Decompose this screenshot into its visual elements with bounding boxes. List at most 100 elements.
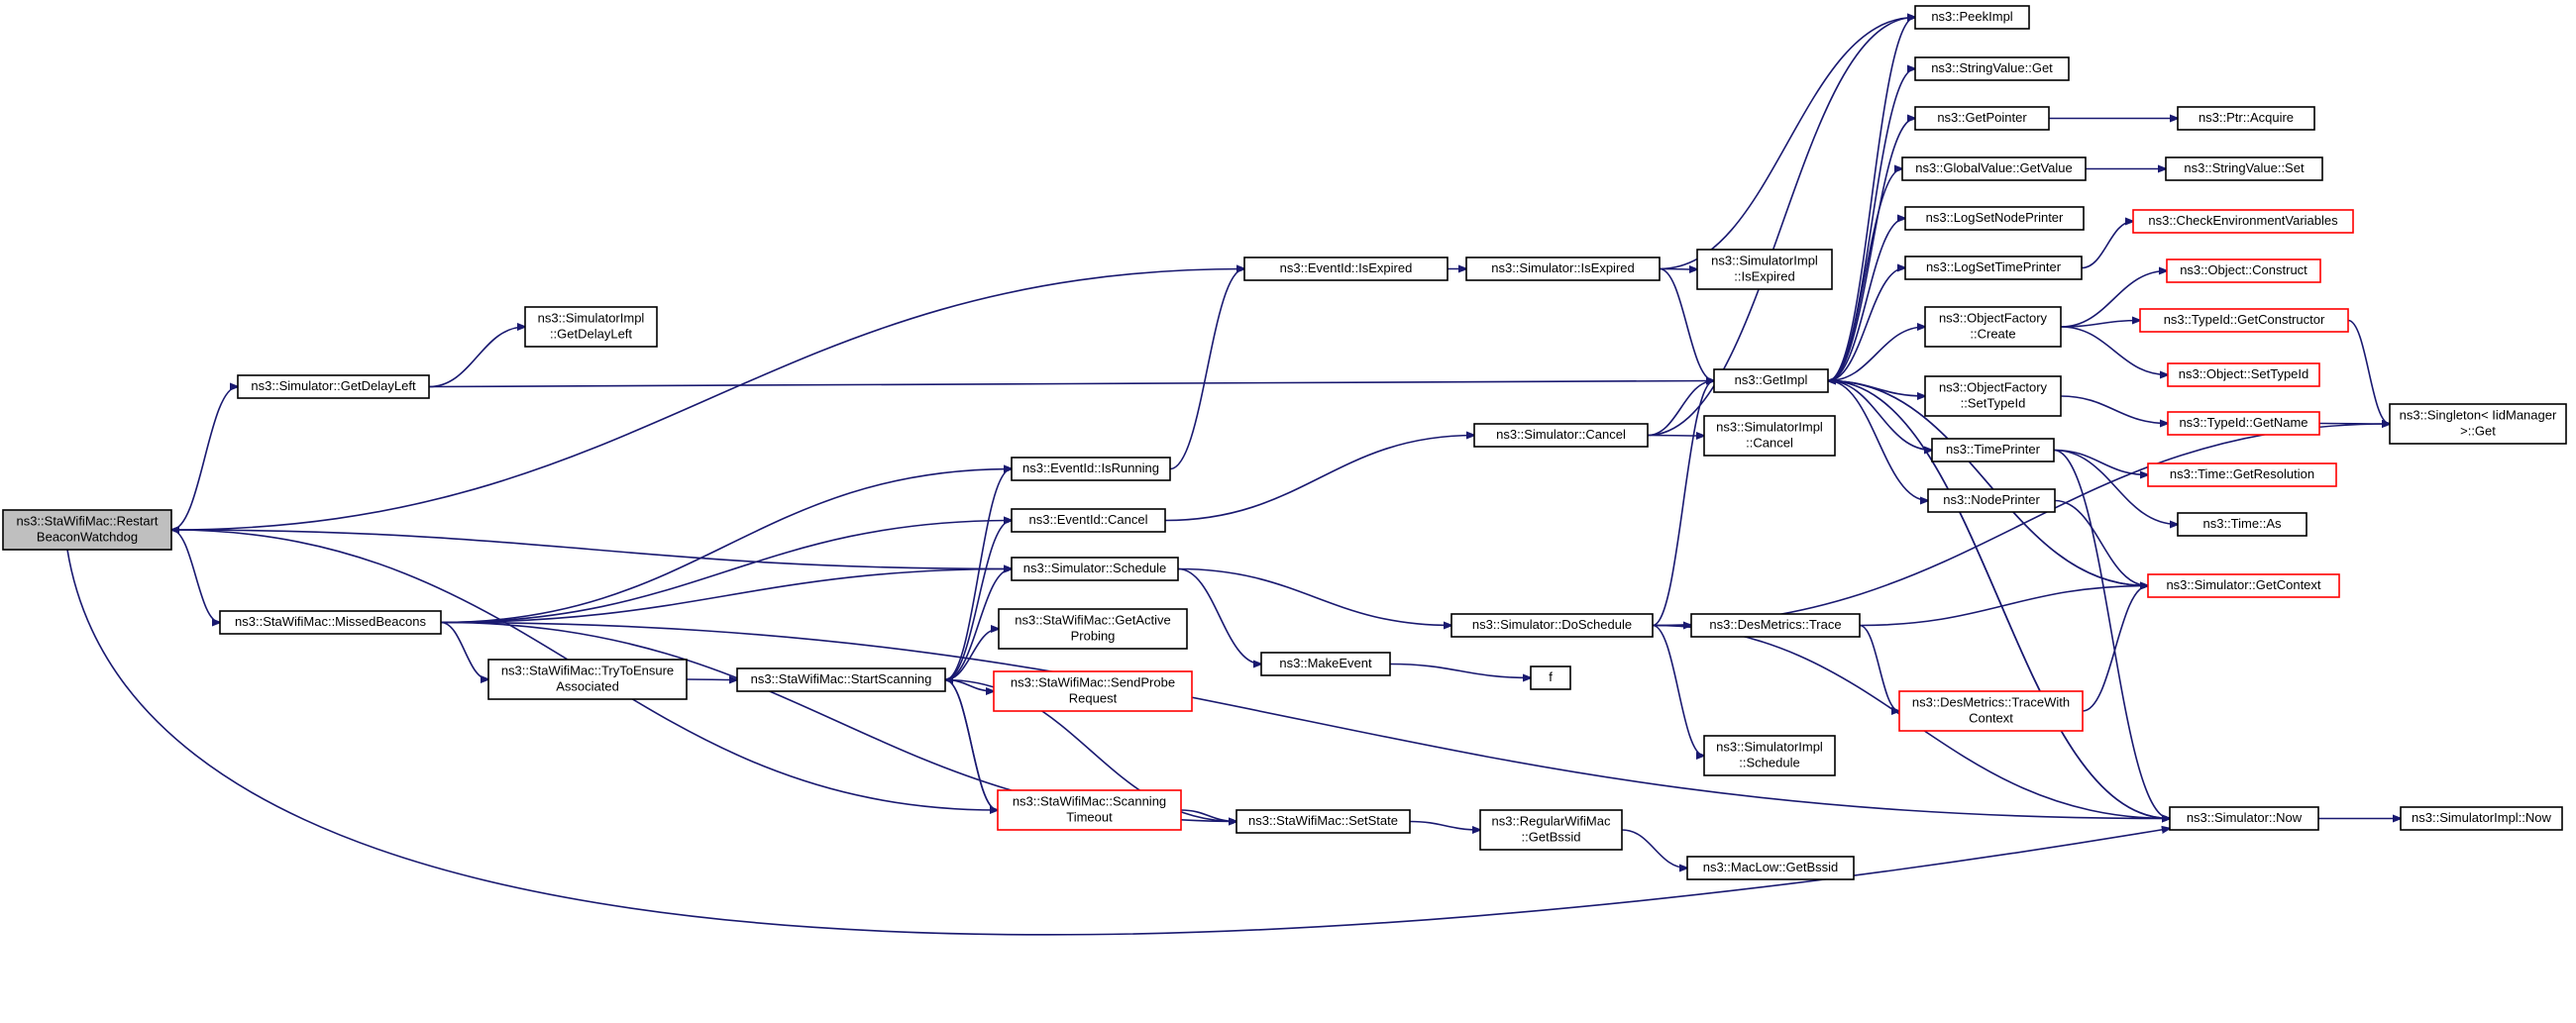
node-tidGetName[interactable]: ns3::TypeId::GetName xyxy=(2167,411,2320,436)
node-timePrinter[interactable]: ns3::TimePrinter xyxy=(1931,438,2055,462)
edge-path xyxy=(2318,424,2390,425)
edge-path xyxy=(1177,567,1261,665)
node-simCancel[interactable]: ns3::Simulator::Cancel xyxy=(1473,423,1649,448)
node-label: Probing xyxy=(1071,628,1116,643)
node-tidGetCtor[interactable]: ns3::TypeId::GetConstructor xyxy=(2139,308,2349,333)
node-label: ns3::StaWifiMac::Scanning xyxy=(1013,793,1166,808)
edge-tidGetCtor-to-singletonGet xyxy=(2347,319,2390,425)
node-strSet[interactable]: ns3::StringValue::Set xyxy=(2165,156,2323,181)
node-ofCreate[interactable]: ns3::ObjectFactory::Create xyxy=(1924,306,2062,348)
edge-path xyxy=(2347,319,2390,425)
node-ptrAcquire[interactable]: ns3::Ptr::Acquire xyxy=(2177,106,2315,131)
node-simGetContext[interactable]: ns3::Simulator::GetContext xyxy=(2147,573,2340,598)
node-label: ns3::GlobalValue::GetValue xyxy=(1915,160,2073,175)
edge-path xyxy=(440,621,2170,819)
node-label: ns3::DesMetrics::TraceWith xyxy=(1912,694,2070,709)
node-eventCancel[interactable]: ns3::EventId::Cancel xyxy=(1011,508,1166,533)
node-label: ::Schedule xyxy=(1739,755,1799,769)
node-box xyxy=(1904,206,2085,231)
node-startScanning[interactable]: ns3::StaWifiMac::StartScanning xyxy=(736,667,946,692)
node-getImpl[interactable]: ns3::GetImpl xyxy=(1713,368,1829,393)
node-getBssid[interactable]: ns3::RegularWifiMac::GetBssid xyxy=(1479,809,1623,851)
edge-path xyxy=(170,529,1012,569)
node-box xyxy=(1686,856,1855,880)
edge-path xyxy=(1827,219,1905,382)
node-ofSetTypeId[interactable]: ns3::ObjectFactory::SetTypeId xyxy=(1924,375,2062,417)
edge-path xyxy=(1647,18,1915,437)
node-missedBeacons[interactable]: ns3::StaWifiMac::MissedBeacons xyxy=(219,610,442,635)
edges-layer xyxy=(66,18,2401,936)
node-timeGetRes[interactable]: ns3::Time::GetResolution xyxy=(2147,462,2337,487)
node-strGet[interactable]: ns3::StringValue::Get xyxy=(1914,56,2070,81)
edge-path xyxy=(944,469,1012,681)
edge-doSchedule-to-getImpl xyxy=(1652,381,1714,627)
edge-path xyxy=(1659,267,1714,381)
node-logNodePrinter[interactable]: ns3::LogSetNodePrinter xyxy=(1904,206,2085,231)
node-simSchedule[interactable]: ns3::Simulator::Schedule xyxy=(1011,557,1179,581)
node-checkEnv[interactable]: ns3::CheckEnvironmentVariables xyxy=(2132,209,2354,234)
node-eventIsExpired[interactable]: ns3::EventId::IsExpired xyxy=(1243,256,1449,281)
edge-path xyxy=(1827,327,1925,382)
node-label: Request xyxy=(1069,690,1118,705)
node-globalGetValue[interactable]: ns3::GlobalValue::GetValue xyxy=(1901,156,2087,181)
edge-desTraceCtx-to-simGetContext xyxy=(2082,586,2148,712)
node-implGetDelayLeft[interactable]: ns3::SimulatorImpl::GetDelayLeft xyxy=(524,306,658,348)
node-getDelayLeft[interactable]: ns3::Simulator::GetDelayLeft xyxy=(237,374,430,399)
node-box xyxy=(2177,106,2315,131)
node-label: ns3::Singleton< IidManager xyxy=(2400,407,2557,422)
node-label: ns3::StaWifiMac::TryToEnsure xyxy=(501,663,674,677)
node-macLowBssid[interactable]: ns3::MacLow::GetBssid xyxy=(1686,856,1855,880)
node-objConstruct[interactable]: ns3::Object::Construct xyxy=(2166,258,2321,283)
node-simIsExpired[interactable]: ns3::Simulator::IsExpired xyxy=(1465,256,1661,281)
edge-timePrinter-to-timeAs xyxy=(2053,449,2178,525)
edge-logTimePrinter-to-checkEnv xyxy=(2081,222,2133,269)
node-label: ns3::GetPointer xyxy=(1937,110,2027,125)
node-box xyxy=(1924,375,2062,417)
node-f[interactable]: f xyxy=(1530,665,1571,690)
node-timeAs[interactable]: ns3::Time::As xyxy=(2177,512,2308,537)
edge-path xyxy=(1180,809,1236,822)
node-implIsExpired[interactable]: ns3::SimulatorImpl::IsExpired xyxy=(1696,249,1833,290)
edge-simIsExpired-to-peekImpl xyxy=(1659,18,1915,270)
node-label: ns3::Object::SetTypeId xyxy=(2179,366,2309,381)
edge-getImpl-to-timePrinter xyxy=(1827,379,1932,451)
edge-nodePrinter-to-simGetContext xyxy=(2054,499,2148,586)
edge-path xyxy=(1409,820,1480,831)
edge-path xyxy=(1621,829,1687,869)
node-nodePrinter[interactable]: ns3::NodePrinter xyxy=(1927,488,2056,513)
edge-path xyxy=(686,679,737,680)
node-implSchedule[interactable]: ns3::SimulatorImpl::Schedule xyxy=(1703,735,1836,776)
node-box xyxy=(1450,613,1654,638)
node-getPointer[interactable]: ns3::GetPointer xyxy=(1914,106,2050,131)
node-desTrace[interactable]: ns3::DesMetrics::Trace xyxy=(1690,613,1861,638)
node-simNow[interactable]: ns3::Simulator::Now xyxy=(2169,806,2319,831)
edge-path xyxy=(1177,567,1451,626)
edge-path xyxy=(428,381,1714,388)
node-eventIsRunning[interactable]: ns3::EventId::IsRunning xyxy=(1011,457,1171,481)
node-box xyxy=(1914,5,2030,30)
edge-eventIsRunning-to-eventIsExpired xyxy=(1169,269,1244,470)
node-implNow[interactable]: ns3::SimulatorImpl::Now xyxy=(2400,806,2563,831)
edge-missedBeacons-to-simSchedule xyxy=(440,569,1012,624)
node-implCancel[interactable]: ns3::SimulatorImpl::Cancel xyxy=(1703,415,1836,457)
node-objSetTypeId[interactable]: ns3::Object::SetTypeId xyxy=(2167,362,2320,387)
node-singletonGet[interactable]: ns3::Singleton< IidManager>::Get xyxy=(2389,403,2567,445)
node-box xyxy=(1904,256,2083,280)
node-logTimePrinter[interactable]: ns3::LogSetTimePrinter xyxy=(1904,256,2083,280)
node-box xyxy=(1898,690,2084,732)
edge-path xyxy=(944,629,999,681)
edge-ofCreate-to-tidGetCtor xyxy=(2060,321,2140,328)
node-peekImpl[interactable]: ns3::PeekImpl xyxy=(1914,5,2030,30)
node-makeEvent[interactable]: ns3::MakeEvent xyxy=(1260,652,1391,676)
edge-path xyxy=(2053,449,2170,819)
node-doSchedule[interactable]: ns3::Simulator::DoSchedule xyxy=(1450,613,1654,638)
node-label: ns3::DesMetrics::Trace xyxy=(1709,617,1841,632)
node-setState[interactable]: ns3::StaWifiMac::SetState xyxy=(1235,809,1411,834)
